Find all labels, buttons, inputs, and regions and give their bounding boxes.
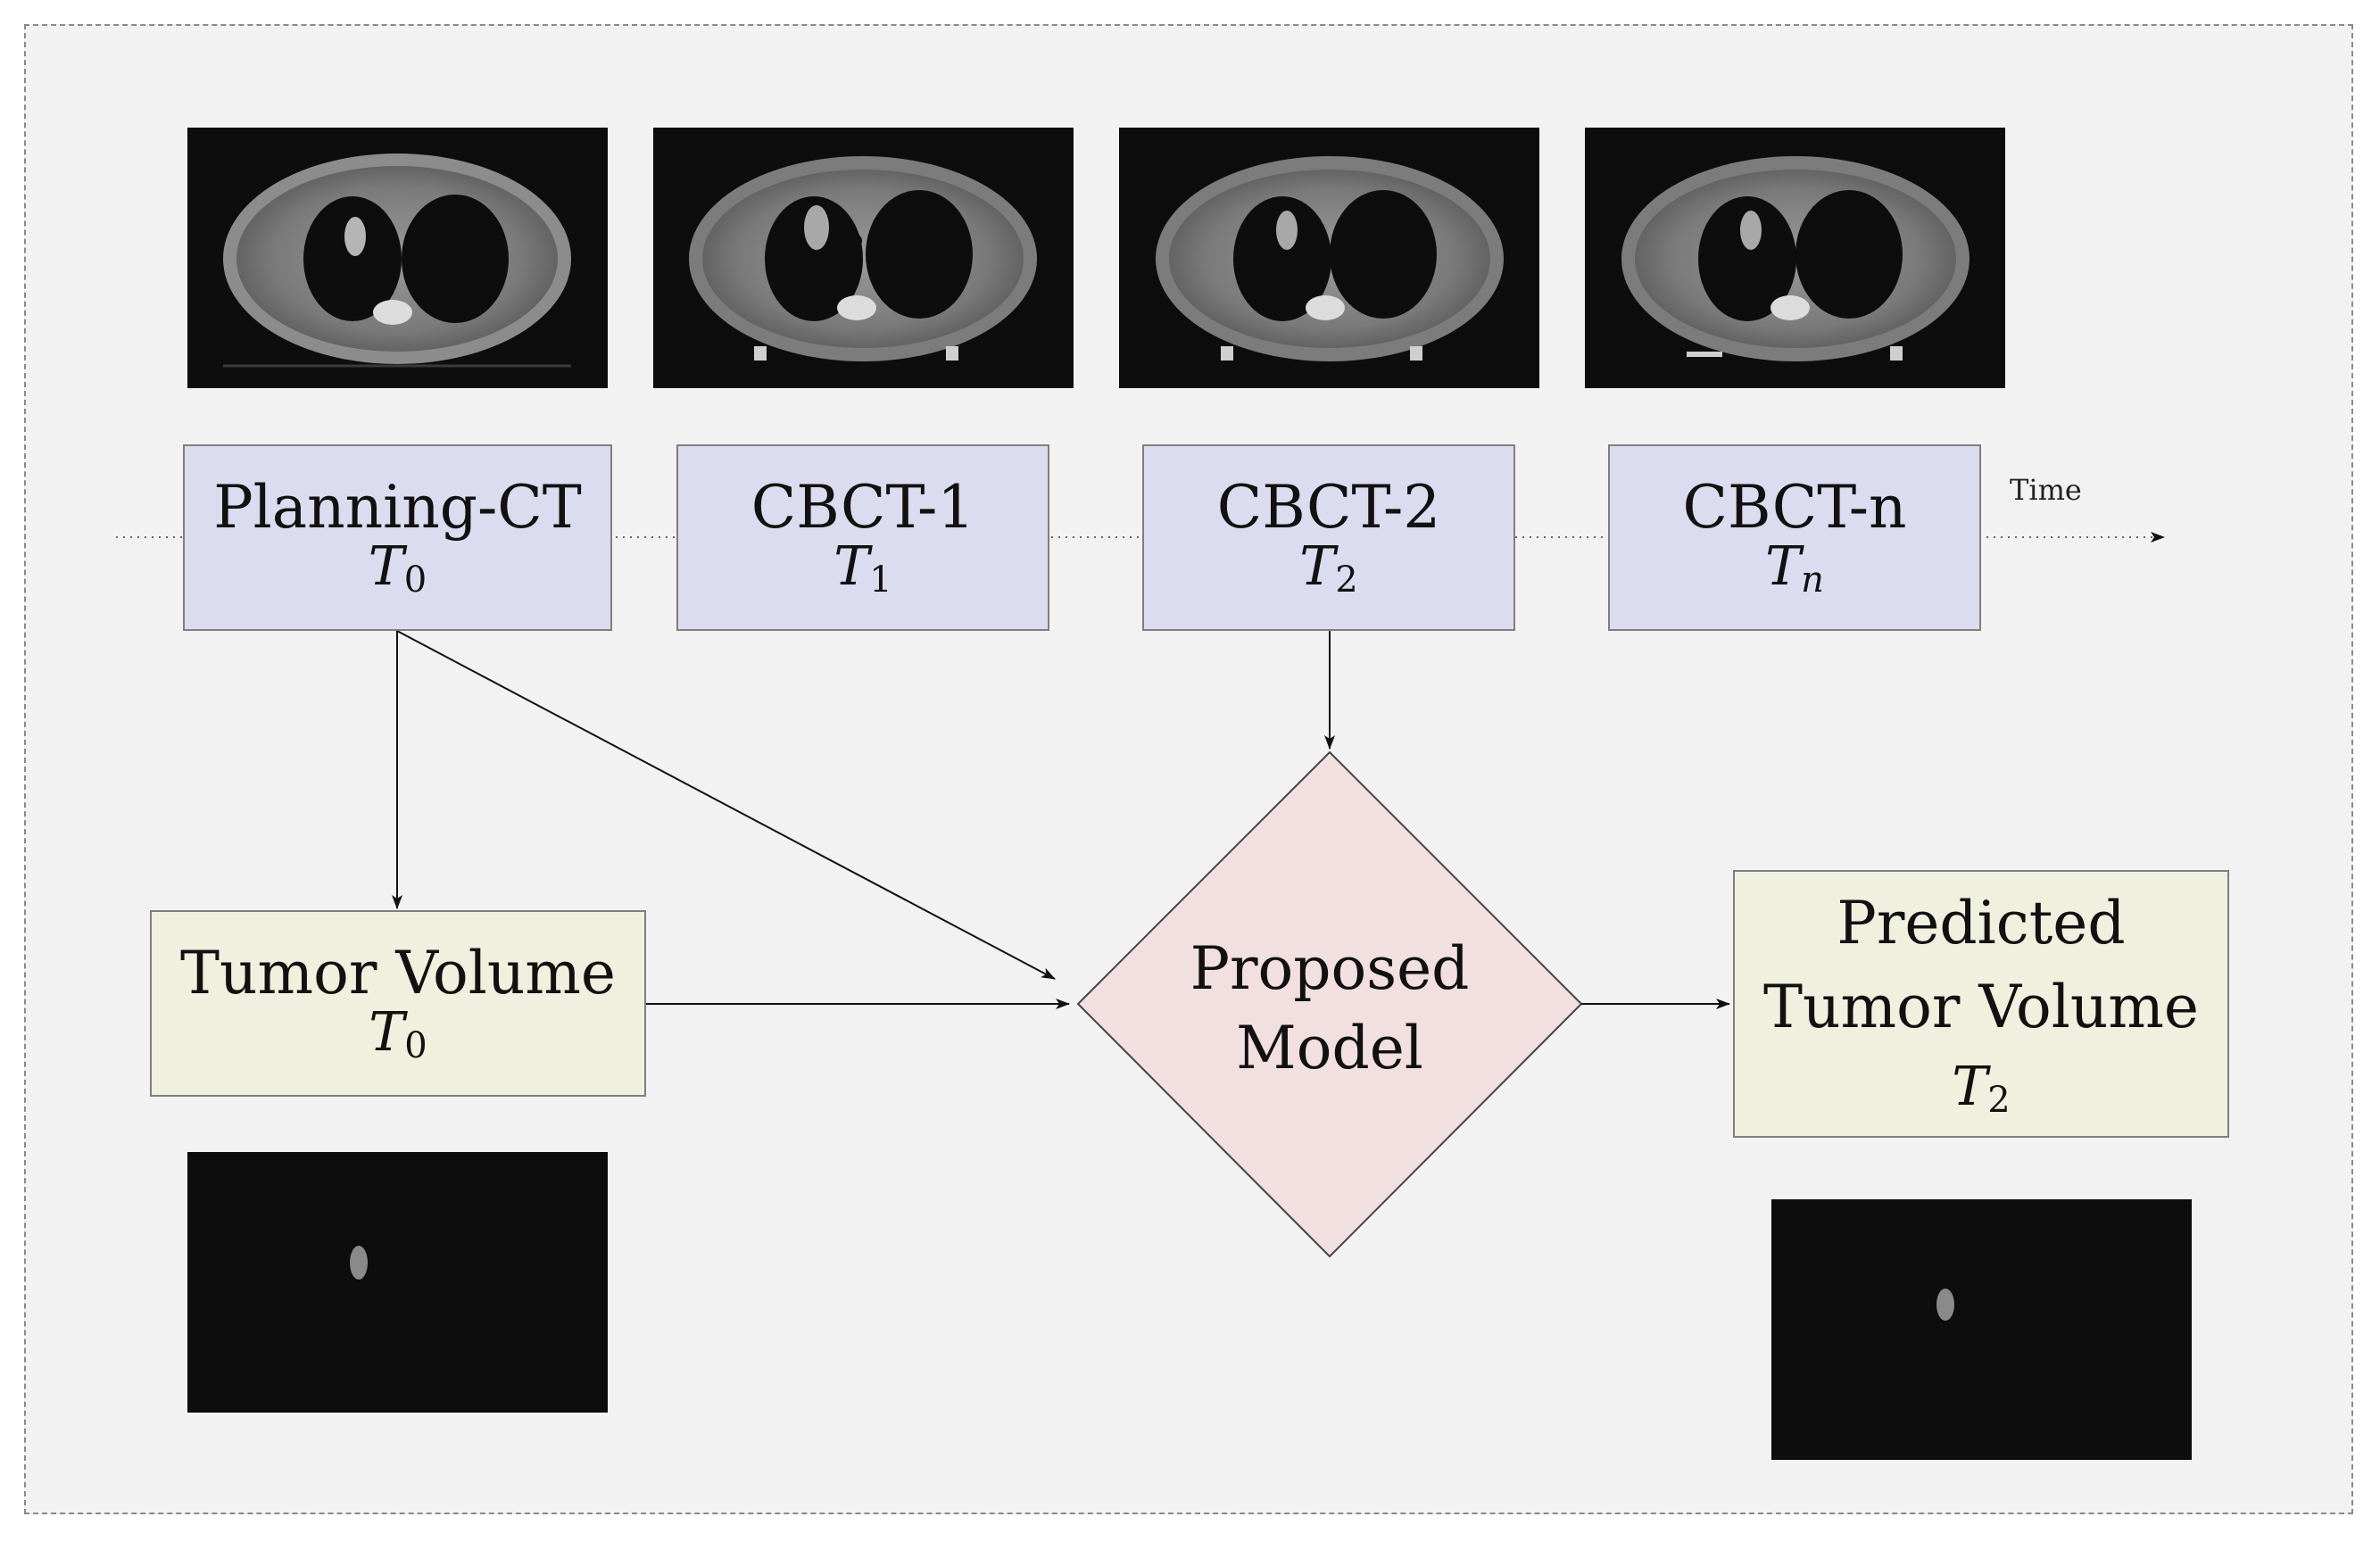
tumor-volume-label: Tumor Volume bbox=[180, 939, 616, 1008]
predicted-time: T2 bbox=[1952, 1055, 2011, 1121]
predicted-line1: Predicted bbox=[1837, 889, 2126, 958]
predicted-line2: Tumor Volume bbox=[1763, 973, 2199, 1042]
cbct-2-label: CBCT-2 bbox=[1216, 473, 1441, 543]
cbct-1-label: CBCT-1 bbox=[750, 473, 975, 543]
cbct-n-node: CBCT-n Tn bbox=[1608, 444, 1981, 631]
planning-ct-label: Planning-CT bbox=[213, 473, 582, 543]
proposed-model-label: Proposed Model bbox=[1080, 919, 1580, 1098]
proposed-model-line1: Proposed bbox=[1190, 933, 1470, 1003]
planning-ct-node: Planning-CT T0 bbox=[183, 444, 612, 631]
tumor-volume-time: T0 bbox=[369, 1000, 427, 1066]
cbct-n-label: CBCT-n bbox=[1682, 473, 1907, 543]
ct-scan-image-planning bbox=[187, 128, 608, 388]
predicted-tumor-volume-node: Predicted Tumor Volume T2 bbox=[1733, 870, 2229, 1138]
tumor-volume-node: Tumor Volume T0 bbox=[150, 910, 646, 1097]
cbct-1-time: T1 bbox=[833, 535, 892, 601]
arrow-planning-to-model bbox=[396, 630, 1056, 980]
cbct-2-time: T2 bbox=[1299, 535, 1358, 601]
ct-scan-image-cbctn bbox=[1585, 128, 2005, 388]
timeline-label: Time bbox=[2010, 473, 2082, 507]
cbct-n-time: Tn bbox=[1765, 535, 1824, 601]
ct-scan-image-cbct2 bbox=[1119, 128, 1539, 388]
planning-ct-time: T0 bbox=[368, 535, 427, 601]
proposed-model-diamond bbox=[1076, 750, 1583, 1258]
ct-scan-image-cbct1 bbox=[653, 128, 1074, 388]
cbct-2-node: CBCT-2 T2 bbox=[1142, 444, 1515, 631]
cbct-1-node: CBCT-1 T1 bbox=[676, 444, 1049, 631]
tumor-mask-image-t0 bbox=[187, 1152, 608, 1413]
tumor-mask-image-predicted bbox=[1771, 1199, 2192, 1460]
proposed-model-line2: Model bbox=[1236, 1014, 1423, 1082]
